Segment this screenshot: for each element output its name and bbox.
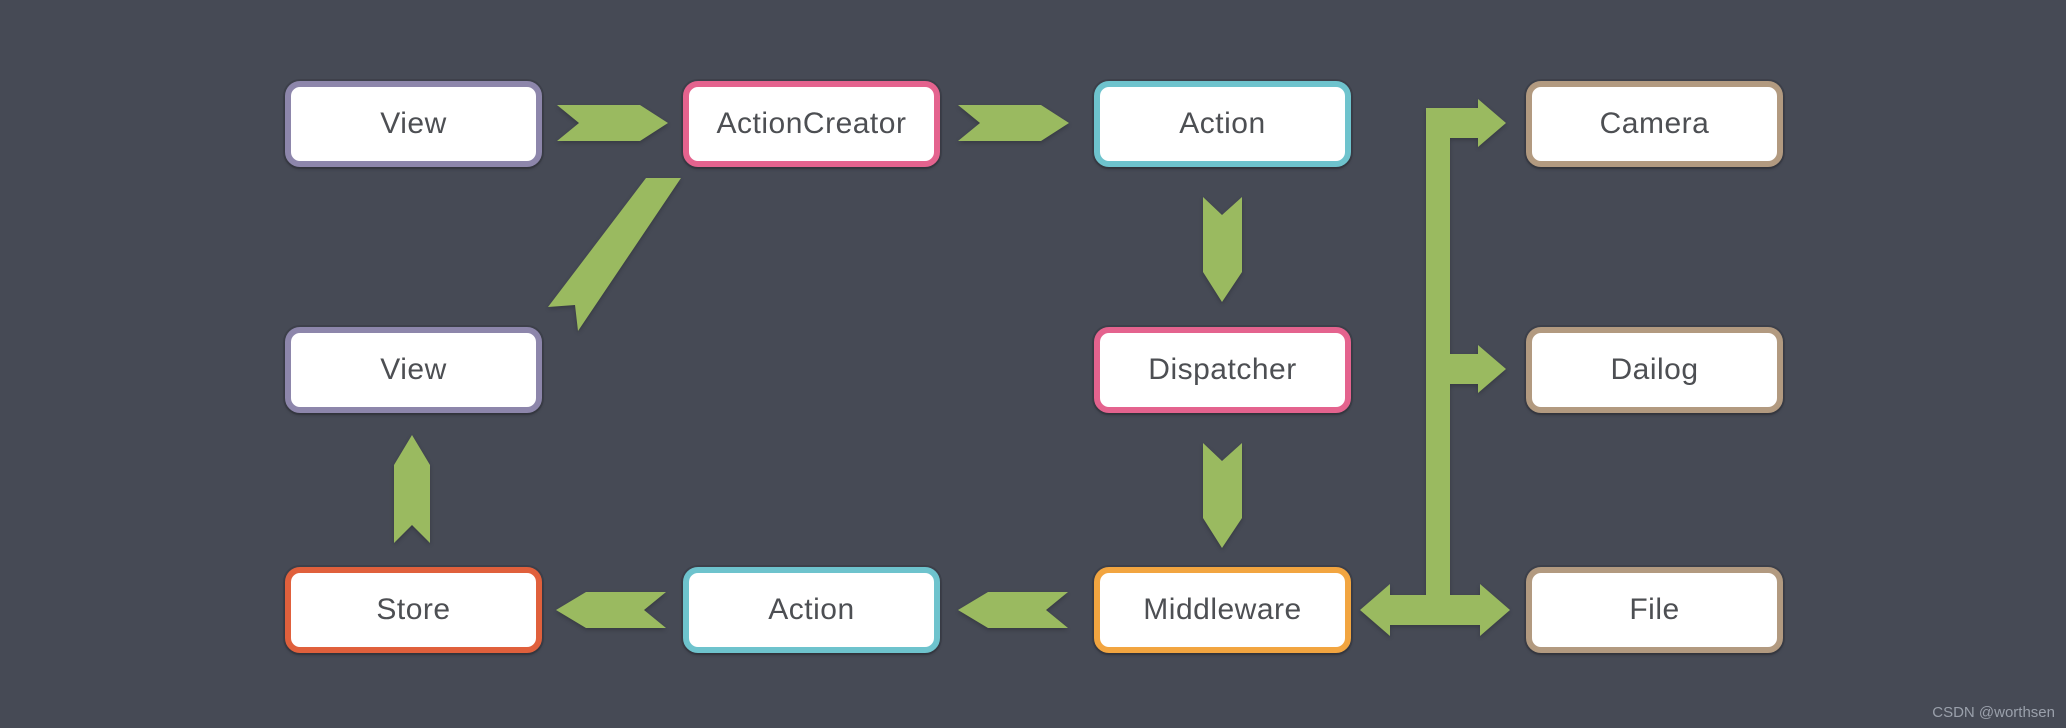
node-file: File [1526, 567, 1783, 653]
node-action-creator-label: ActionCreator [716, 107, 907, 140]
node-dispatcher: Dispatcher [1094, 327, 1351, 413]
arrow-action-to-store [556, 592, 666, 628]
watermark: CSDN @worthsen [1932, 704, 2055, 721]
node-store: Store [285, 567, 542, 653]
arrow-group [394, 99, 1510, 636]
trunk-vertical-line [1426, 108, 1450, 625]
arrow-actioncreator-to-action [958, 105, 1069, 141]
node-view-top-label: View [380, 107, 447, 140]
node-file-label: File [1629, 593, 1680, 626]
node-action-creator: ActionCreator [683, 81, 940, 167]
node-view-middle: View [285, 327, 542, 413]
node-action-top-label: Action [1179, 107, 1266, 140]
arrow-dispatcher-to-middleware [1203, 443, 1242, 548]
node-camera: Camera [1526, 81, 1783, 167]
node-middleware-label: Middleware [1143, 593, 1302, 626]
node-view-top: View [285, 81, 542, 167]
node-dailog-label: Dailog [1610, 353, 1699, 386]
trunk-double-arrow-head-left [1360, 584, 1390, 636]
node-camera-label: Camera [1599, 107, 1710, 140]
arrow-view-to-actioncreator [557, 105, 668, 141]
trunk-arm-dailog-head [1478, 345, 1506, 393]
node-action-top: Action [1094, 81, 1351, 167]
node-dailog: Dailog [1526, 327, 1783, 413]
trunk-arm-camera-head [1478, 99, 1506, 147]
arrow-action-to-dispatcher [1203, 197, 1242, 302]
arrow-middleware-to-action [958, 592, 1068, 628]
arrow-store-to-view [394, 435, 430, 543]
node-view-middle-label: View [380, 353, 447, 386]
node-middleware: Middleware [1094, 567, 1351, 653]
trunk-arm-camera-shaft [1450, 108, 1478, 138]
trunk-double-arrow-head-right [1480, 584, 1510, 636]
node-action-bottom: Action [683, 567, 940, 653]
node-store-label: Store [376, 593, 451, 626]
node-action-bottom-label: Action [768, 593, 855, 626]
arrow-view-to-actioncreator-diagonal [548, 178, 681, 331]
node-dispatcher-label: Dispatcher [1148, 353, 1297, 386]
trunk-double-arrow-shaft [1390, 595, 1480, 625]
trunk-arm-dailog-shaft [1450, 354, 1478, 384]
